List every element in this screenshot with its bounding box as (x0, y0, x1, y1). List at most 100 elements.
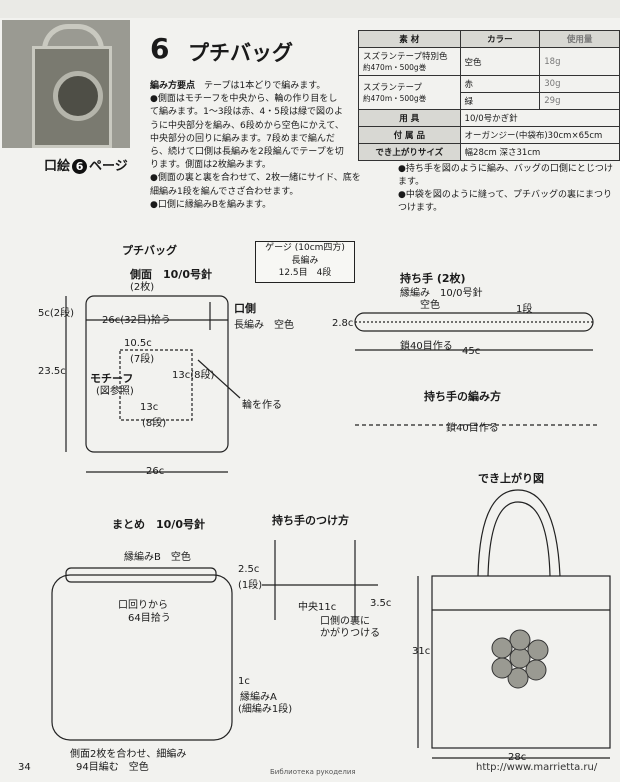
gauge-value: 12.5目 4段 (278, 268, 332, 278)
gauge-stitch: 長編み (291, 255, 319, 266)
handle-height: 2.8c (332, 318, 354, 329)
handle-row: 1段 (516, 304, 533, 315)
handle-pattern-chain: 鎖40目作る (446, 423, 499, 434)
photo-handle (42, 24, 104, 59)
side-bottom-rows: (8段) (142, 418, 167, 429)
instructions-heading: 編み方要点 (150, 81, 196, 91)
side-mouth-label: 口側 (234, 302, 256, 315)
handle-needle: 縁編み 10/0号針 (400, 288, 483, 299)
side-count: (2枚) (130, 282, 155, 293)
photo-ref-prefix: 口絵 (44, 159, 71, 174)
instruction-line: て編みます。1〜3段は赤、4・5段は緑で図のよ (150, 107, 344, 118)
photo-ref-suffix: ページ (89, 159, 128, 174)
side-inner-height: 13c(8段) (172, 370, 215, 381)
tool-label: 用 具 (358, 109, 461, 127)
finish-edge-b (65, 567, 217, 583)
instruction-line: ●側面はモチーフを中央から、輪の作り目をし (150, 94, 338, 105)
finish-join: 側面2枚を合わせ、細編み (70, 749, 187, 760)
finish-pickup: 口回りから (118, 600, 168, 611)
material-cell: スズランテープ約470m・500g巻 (358, 75, 461, 110)
notes-right: ●持ち手を図のように編み、バッグの口側にとじつけ ます。 ●中袋を図のように縫っ… (398, 163, 620, 215)
motif-label: モチーフ (90, 372, 134, 385)
finish-title: まとめ 10/0号針 (112, 518, 205, 531)
instructions: 編み方要点 テープは1本どりで編みます。 ●側面はモチーフを中央から、輪の作り目… (150, 80, 392, 212)
side-width: 26c (146, 466, 165, 477)
side-top-height: 5c(2段) (38, 308, 75, 319)
side-inner-width: 10.5c (124, 338, 152, 349)
finish-pickup-count: 64目拾う (128, 613, 171, 624)
instruction-line: 中央部分の回りに編みます。7段めまで編んだ (150, 133, 335, 144)
handle-chain-label: 鎖40目作る (400, 341, 453, 352)
side-inner-rows: (7段) (130, 354, 155, 365)
footer-text: Библиотека рукоделия (270, 768, 356, 776)
finish-join-count: 94目編む 空色 (76, 762, 149, 773)
attach-gap: 3.5c (370, 598, 392, 609)
section-title-bag: プチバッグ (122, 244, 177, 257)
attach-center: 中央11c (298, 602, 337, 613)
side-height: 23.5c (38, 366, 66, 377)
attach-title: 持ち手のつけ方 (272, 514, 349, 527)
note-line: ●持ち手を図のように編み、バッグの口側にとじつけ (398, 164, 613, 174)
note-line: つけます。 (398, 203, 443, 213)
motif-ref: (図参照) (96, 386, 134, 397)
final-title: でき上がり図 (478, 472, 544, 485)
handle-pattern-title: 持ち手の編み方 (424, 390, 501, 403)
finish-side-edge-name: 縁編みA (240, 692, 277, 703)
final-height: 31c (412, 646, 431, 657)
instruction-line: 細編み1段を編んでさざ合わせます。 (150, 186, 299, 197)
gauge-title: ゲージ (10cm四方) (265, 243, 345, 253)
final-handle-left (477, 489, 561, 577)
flower-motif (491, 629, 549, 689)
side-mouth-stitch: 長編み 空色 (234, 320, 294, 331)
bag-photo (2, 20, 130, 148)
pattern-number: 6 (150, 32, 170, 65)
attach-note: 口側の裏に (320, 616, 370, 627)
pattern-title: プチバッグ (188, 41, 293, 65)
handle-length: 45c (462, 346, 481, 357)
finish-side-edge-stitch: (細編み1段) (238, 704, 293, 715)
instruction-line: ります。側面は2枚編みます。 (150, 160, 271, 171)
ring-leader (197, 359, 241, 399)
col-header-amount: 使用量 (539, 30, 620, 48)
ring-label: 輪を作る (242, 400, 282, 411)
size-value: 幅28cm 深さ31cm (459, 143, 620, 161)
instruction-line: ●側面の裏と裏を合わせて、2枚一緒にサイド、底を (150, 173, 361, 184)
instruction-line: ●口側に縁編みBを編みます。 (150, 199, 272, 210)
handle-title: 持ち手 (2枚) (400, 272, 466, 285)
note-line: ます。 (398, 177, 425, 187)
instruction-line: ら、続けて口側は長編みを2段編んでテープを切 (150, 147, 344, 158)
final-bag-outline (431, 575, 611, 749)
watermark-url: http://www.marrietta.ru/ (476, 762, 598, 773)
note-line: ●中袋を図のように縫って、プチバッグの裏にまつり (398, 190, 612, 200)
attach-note-2: かがりつける (320, 628, 381, 639)
top-margin (0, 0, 620, 18)
finish-bag-outline (51, 574, 233, 741)
finish-edge-rows: (1段) (238, 580, 263, 591)
handle-outline (354, 312, 594, 332)
finish-side-edge: 1c (238, 676, 250, 687)
finish-edge-label: 縁編みB 空色 (124, 552, 191, 563)
material-cell: スズランテープ特別色約470m・500g巻 (358, 47, 461, 76)
materials-table: 素 材 カラー 使用量 スズランテープ特別色約470m・500g巻 空色 18g… (358, 30, 620, 161)
size-label: でき上がりサイズ (358, 143, 461, 161)
instruction-line: テープは1本どりで編みます。 (204, 81, 326, 91)
color-cell: 空色 (459, 47, 541, 76)
side-bottom-width: 13c (140, 402, 159, 413)
finish-edge-height: 2.5c (238, 564, 260, 575)
motif-outline (119, 349, 193, 421)
final-handle-right (487, 501, 551, 577)
col-header-color: カラー (459, 30, 541, 48)
instruction-line: うに中央部分を編み、6段めから空色にかえて、 (150, 120, 344, 131)
page-number: 34 (18, 762, 31, 773)
gauge-box: ゲージ (10cm四方) 長編み 12.5目 4段 (255, 241, 355, 283)
photo-motif (53, 71, 103, 121)
photo-ref-number: 6 (72, 159, 88, 174)
side-panel-outline (85, 295, 229, 453)
handle-color: 空色 (420, 300, 440, 311)
side-title: 側面 10/0号針 (130, 268, 212, 281)
side-pickup: 26c(32目)拾う (102, 315, 171, 326)
photo-bag (32, 46, 112, 148)
final-width: 28c (508, 752, 527, 763)
